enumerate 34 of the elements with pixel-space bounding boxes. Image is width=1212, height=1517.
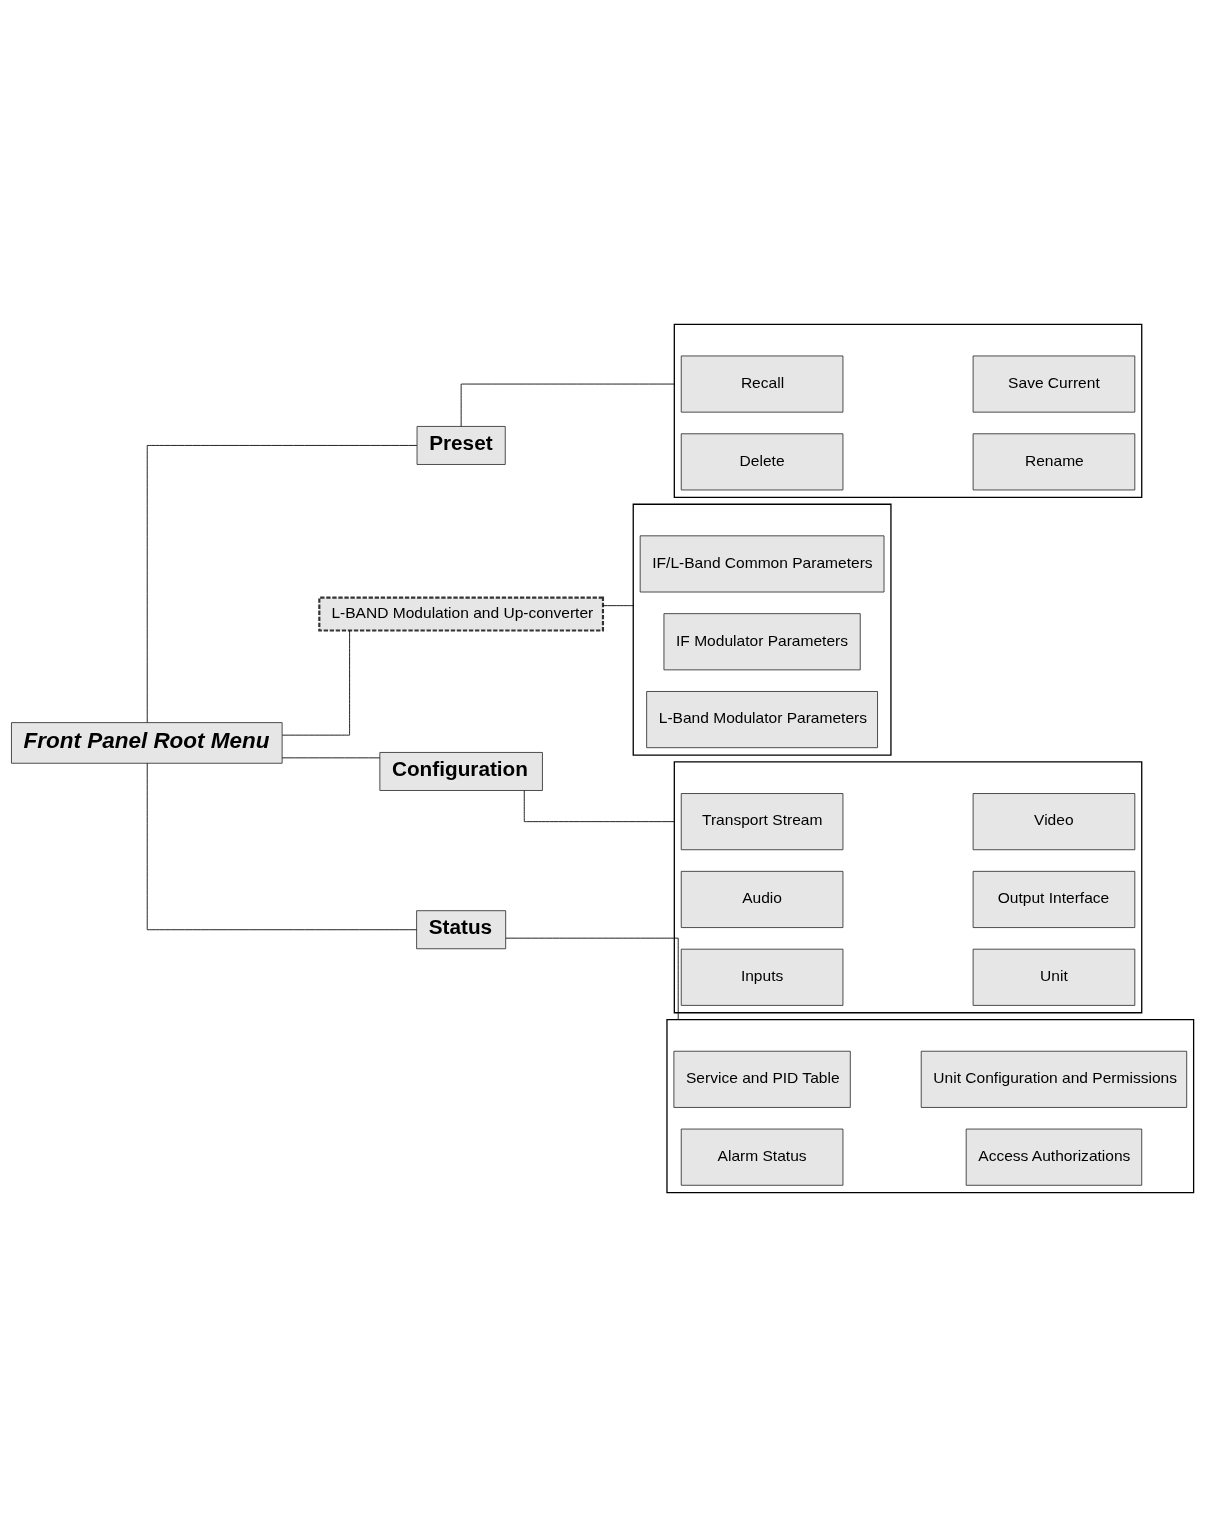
connector — [523, 790, 675, 823]
connector — [281, 630, 350, 736]
node-box: IF Modulator Parameters — [663, 613, 861, 671]
node-box: IF/L-Band Common Parameters — [639, 535, 885, 593]
connector — [146, 762, 417, 931]
node-box: Video — [972, 793, 1136, 851]
connector — [505, 937, 679, 1021]
node-box: L-Band Modulator Parameters — [646, 691, 878, 749]
node-box: Output Interface — [972, 870, 1136, 928]
node-box: Audio — [680, 870, 844, 928]
cluster — [666, 1019, 1195, 1194]
connector — [602, 605, 634, 607]
node-box: Alarm Status — [680, 1128, 844, 1186]
cluster — [632, 503, 892, 756]
node-box: L-BAND Modulation and Up-converter — [318, 596, 605, 632]
node-box: Unit — [972, 948, 1136, 1006]
node-box: Inputs — [680, 948, 844, 1006]
node-box: Rename — [972, 433, 1136, 491]
node-box: Transport Stream — [680, 793, 844, 851]
connector — [460, 383, 675, 427]
cluster — [673, 323, 1143, 498]
node-box: Access Authorizations — [965, 1128, 1143, 1186]
node-box: Configuration — [379, 752, 543, 791]
node-box: Status — [416, 910, 507, 950]
node-box: Unit Configuration and Permissions — [920, 1050, 1188, 1108]
node-box: Preset — [416, 426, 506, 465]
connector — [146, 445, 418, 723]
node-box: Delete — [680, 433, 844, 491]
node-box: Service and PID Table — [673, 1050, 851, 1108]
cluster — [673, 761, 1143, 1014]
node-box: Front Panel Root Menu — [11, 722, 283, 764]
node-box: Save Current — [972, 355, 1136, 413]
node-box: Recall — [680, 355, 844, 413]
connector — [281, 757, 381, 759]
